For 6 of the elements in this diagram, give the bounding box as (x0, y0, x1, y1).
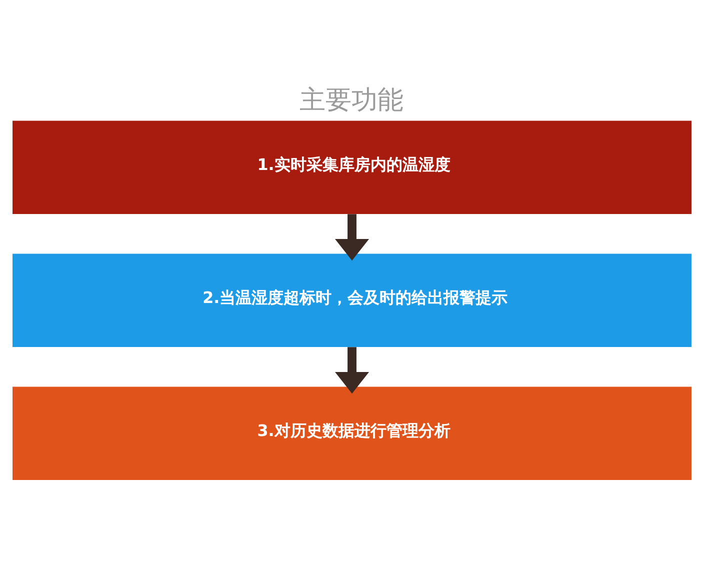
node-box: 2.当温湿度超标时，会及时的给出报警提示 (12, 253, 692, 347)
node-box: 3.对历史数据进行管理分析 (12, 386, 692, 480)
arrow (334, 346, 370, 394)
arrow (335, 214, 370, 260)
diagram-title: 主要功能 (299, 85, 404, 116)
node-box: 1.实时采集库房内的温湿度 (12, 120, 692, 214)
